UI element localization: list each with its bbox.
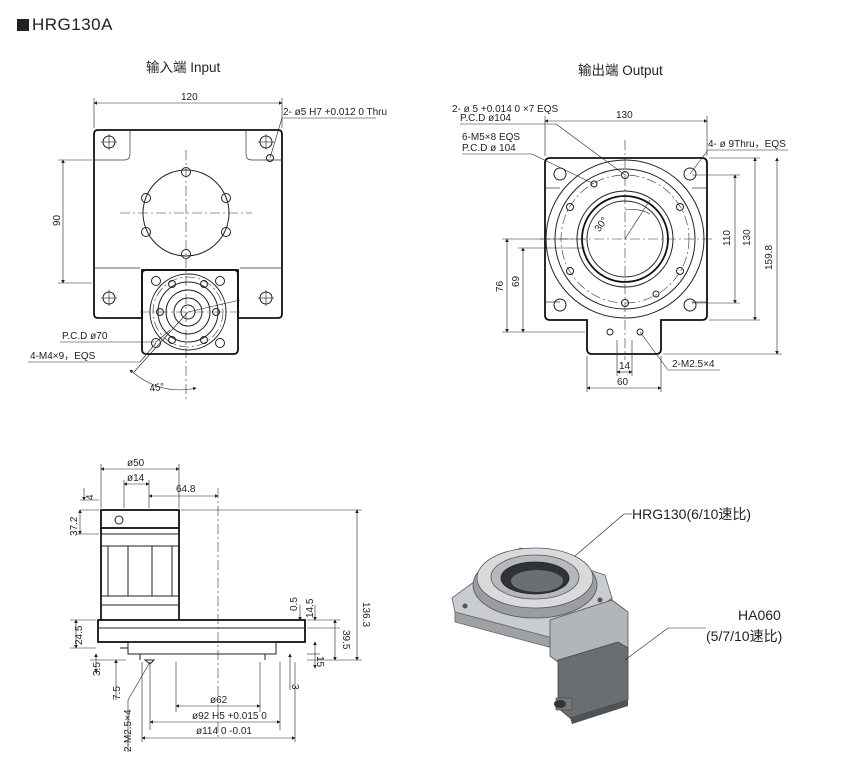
hole-note: 2- ø5 H7 +0.012 0 Thru — [283, 107, 387, 118]
title-square-icon — [17, 19, 29, 31]
output-holes — [553, 167, 697, 336]
dim-d14: ø14 — [127, 473, 145, 484]
dim-130-h: 130 — [742, 229, 753, 246]
input-view: 输入端 Input — [28, 60, 387, 400]
dim-24-5: 24.5 — [74, 625, 85, 645]
side-view: ø50 ø14 64.8 4 37.2 24.5 3.5 7.5 2-M2.5×… — [69, 458, 371, 752]
thru-note: 4- ø 9Thru，EQS — [708, 139, 786, 150]
reducer-callout: HRG130(6/10速比) — [632, 506, 751, 522]
dim-39-5: 39.5 — [340, 630, 351, 650]
dim-d114: ø114 0 -0.01 — [196, 726, 252, 737]
dim-76: 76 — [495, 280, 506, 292]
input-view-label: 输入端 Input — [146, 60, 221, 75]
pin-note: 2- ø 5 +0.014 0 ×7 EQS — [452, 104, 559, 115]
dim-136-3: 136.3 — [360, 602, 371, 627]
dim-110: 110 — [722, 230, 733, 246]
thread-m25-note: 2-M2.5×4 — [672, 359, 715, 370]
motor-callout: HA060 — [738, 607, 781, 623]
drawing-title: HRG130A — [17, 15, 113, 35]
product-illustration: HRG130(6/10速比) HA060 (5/7/10速比) — [451, 506, 782, 724]
pcd-70-note: P.C.D ø70 — [62, 331, 108, 342]
dim-4: 4 — [85, 494, 96, 500]
angle-30: 30° — [593, 215, 611, 234]
dim-60: 60 — [617, 377, 629, 388]
screw-note: 6-M5×8 EQS — [462, 132, 520, 143]
title-text: HRG130A — [32, 15, 113, 34]
dim-14: 14 — [619, 361, 631, 372]
dim-3: 3 — [289, 684, 300, 690]
thread-note: 4-M4×9，EQS — [30, 351, 96, 362]
dim-3-5: 3.5 — [92, 662, 103, 676]
dim-90: 90 — [52, 214, 63, 226]
output-view-label: 输出端 Output — [578, 63, 663, 78]
dim-d92: ø92 H5 +0.015 0 — [192, 711, 267, 722]
dim-64-8: 64.8 — [176, 484, 196, 495]
thread-m25-side: 2-M2.5×4 — [123, 709, 134, 752]
dim-d62: ø62 — [210, 695, 228, 706]
dim-37-2: 37.2 — [69, 516, 80, 536]
dim-15: 15 — [314, 656, 325, 668]
dim-159-8: 159.8 — [764, 245, 775, 270]
dim-d50: ø50 — [127, 458, 145, 469]
motor-ratio-callout: (5/7/10速比) — [706, 628, 782, 644]
dim-120: 120 — [181, 92, 198, 103]
corner-holes — [101, 134, 274, 306]
dim-14-5: 14.5 — [305, 598, 316, 618]
dim-69: 69 — [511, 275, 522, 287]
dim-7-5: 7.5 — [112, 686, 123, 700]
screw-pcd-note: P.C.D ø 104 — [462, 143, 516, 154]
angle-45: 45° — [149, 381, 166, 394]
dim-0-5: 0.5 — [289, 597, 300, 611]
pin-pcd-note: P.C.D ø104 — [460, 113, 511, 124]
dim-130-w: 130 — [616, 110, 633, 121]
output-view: 输出端 Output 30° 2- ø 5 +0.014 0 ×7 EQS P.… — [452, 63, 788, 392]
